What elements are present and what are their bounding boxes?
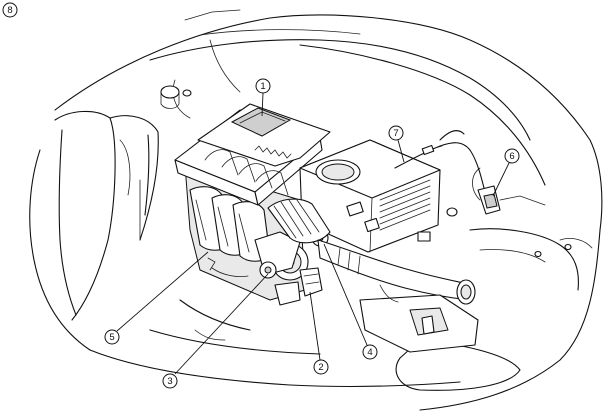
figure-id-label: 8 bbox=[7, 5, 12, 16]
callout-4-label: 4 bbox=[367, 347, 372, 358]
callout-6: 6 bbox=[504, 148, 520, 164]
callouts: 1 7 6 5 3 2 bbox=[104, 78, 520, 389]
intake-duct bbox=[267, 198, 479, 353]
callout-3-label: 3 bbox=[167, 376, 172, 387]
callout-2: 2 bbox=[313, 359, 329, 375]
figure-id-marker: 8 bbox=[2, 2, 18, 18]
callout-1-label: 1 bbox=[260, 81, 265, 92]
callout-6-label: 6 bbox=[509, 151, 514, 162]
vehicle-body-outline bbox=[29, 9, 603, 411]
callout-4: 4 bbox=[362, 344, 378, 360]
engine-assembly bbox=[174, 103, 331, 306]
callout-1: 1 bbox=[255, 78, 271, 94]
callout-7-label: 7 bbox=[393, 128, 398, 139]
callout-2-label: 2 bbox=[318, 362, 323, 373]
callout-3: 3 bbox=[162, 373, 178, 389]
callout-7: 7 bbox=[388, 125, 404, 141]
callout-5-label: 5 bbox=[109, 332, 114, 343]
callout-5: 5 bbox=[104, 329, 120, 345]
air-cleaner-assembly bbox=[299, 139, 458, 253]
